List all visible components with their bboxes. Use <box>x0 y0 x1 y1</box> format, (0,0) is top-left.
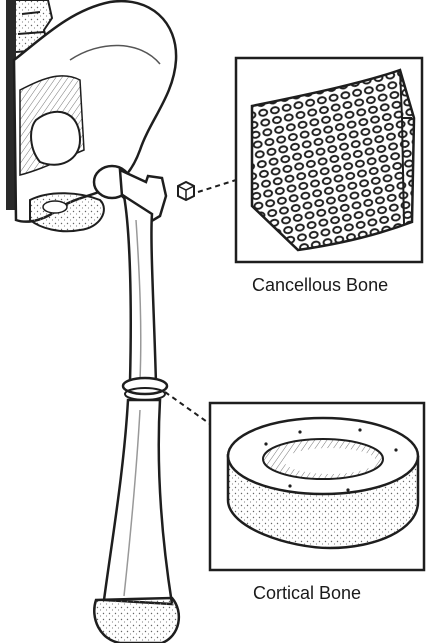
leader-lines <box>165 180 236 424</box>
cancellous-bone-label: Cancellous Bone <box>252 275 388 296</box>
cancellous-sample <box>178 182 194 200</box>
femur <box>94 166 179 643</box>
cancellous-inset <box>236 58 422 262</box>
cortical-inset <box>210 403 424 570</box>
cortical-bone-label: Cortical Bone <box>253 583 361 604</box>
